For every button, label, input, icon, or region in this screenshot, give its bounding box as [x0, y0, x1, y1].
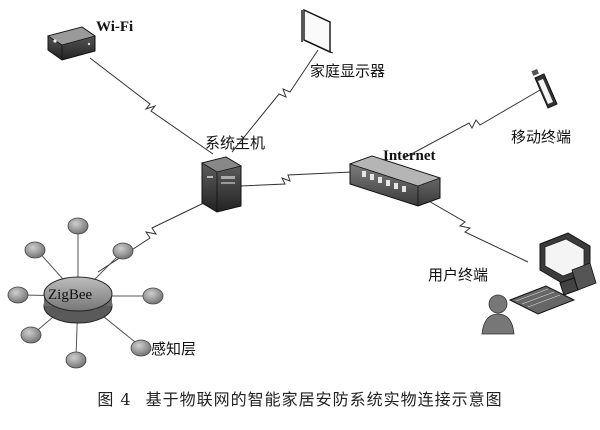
label-internet: Internet [383, 148, 436, 164]
user-terminal-icon [481, 232, 597, 335]
label-user-terminal: 用户终端 [428, 266, 489, 284]
sensor-node [130, 339, 152, 357]
link-zigbee-host [97, 199, 211, 273]
home-display-icon [301, 8, 334, 54]
sensor-node [142, 287, 164, 305]
sensor-node [67, 217, 89, 235]
sensor-node [112, 242, 134, 260]
internet-switch-icon [348, 155, 442, 207]
sensor-node [24, 241, 46, 259]
label-sensing-layer: 感知层 [151, 340, 197, 358]
wireless-links [89, 49, 541, 273]
figure-number: 图 4 [97, 390, 132, 409]
label-home-display: 家庭显示器 [310, 62, 386, 80]
zigbee-sensor-nodes [7, 217, 164, 369]
link-wifi-host [89, 57, 214, 155]
link-host-internet [239, 171, 353, 187]
sensor-node [65, 351, 87, 369]
system-host-icon [200, 156, 243, 213]
label-zigbee: ZigBee [48, 287, 93, 303]
link-display-host [231, 49, 319, 153]
label-mobile-terminal: 移动终端 [511, 128, 572, 146]
figure-caption: 图 4 基于物联网的智能家居安防系统实物连接示意图 [0, 386, 600, 410]
link-internet-user [419, 195, 529, 263]
sensor-node [7, 286, 29, 304]
label-system-host: 系统主机 [205, 134, 266, 152]
figure-caption-text: 基于物联网的智能家居安防系统实物连接示意图 [145, 390, 503, 409]
wifi-router-icon [47, 26, 96, 61]
sensor-node [20, 326, 42, 344]
mobile-terminal-icon [531, 69, 558, 109]
link-mobile-internet [403, 89, 541, 159]
label-wifi: Wi-Fi [96, 19, 134, 35]
zigbee-coordinator-icon [43, 276, 113, 324]
